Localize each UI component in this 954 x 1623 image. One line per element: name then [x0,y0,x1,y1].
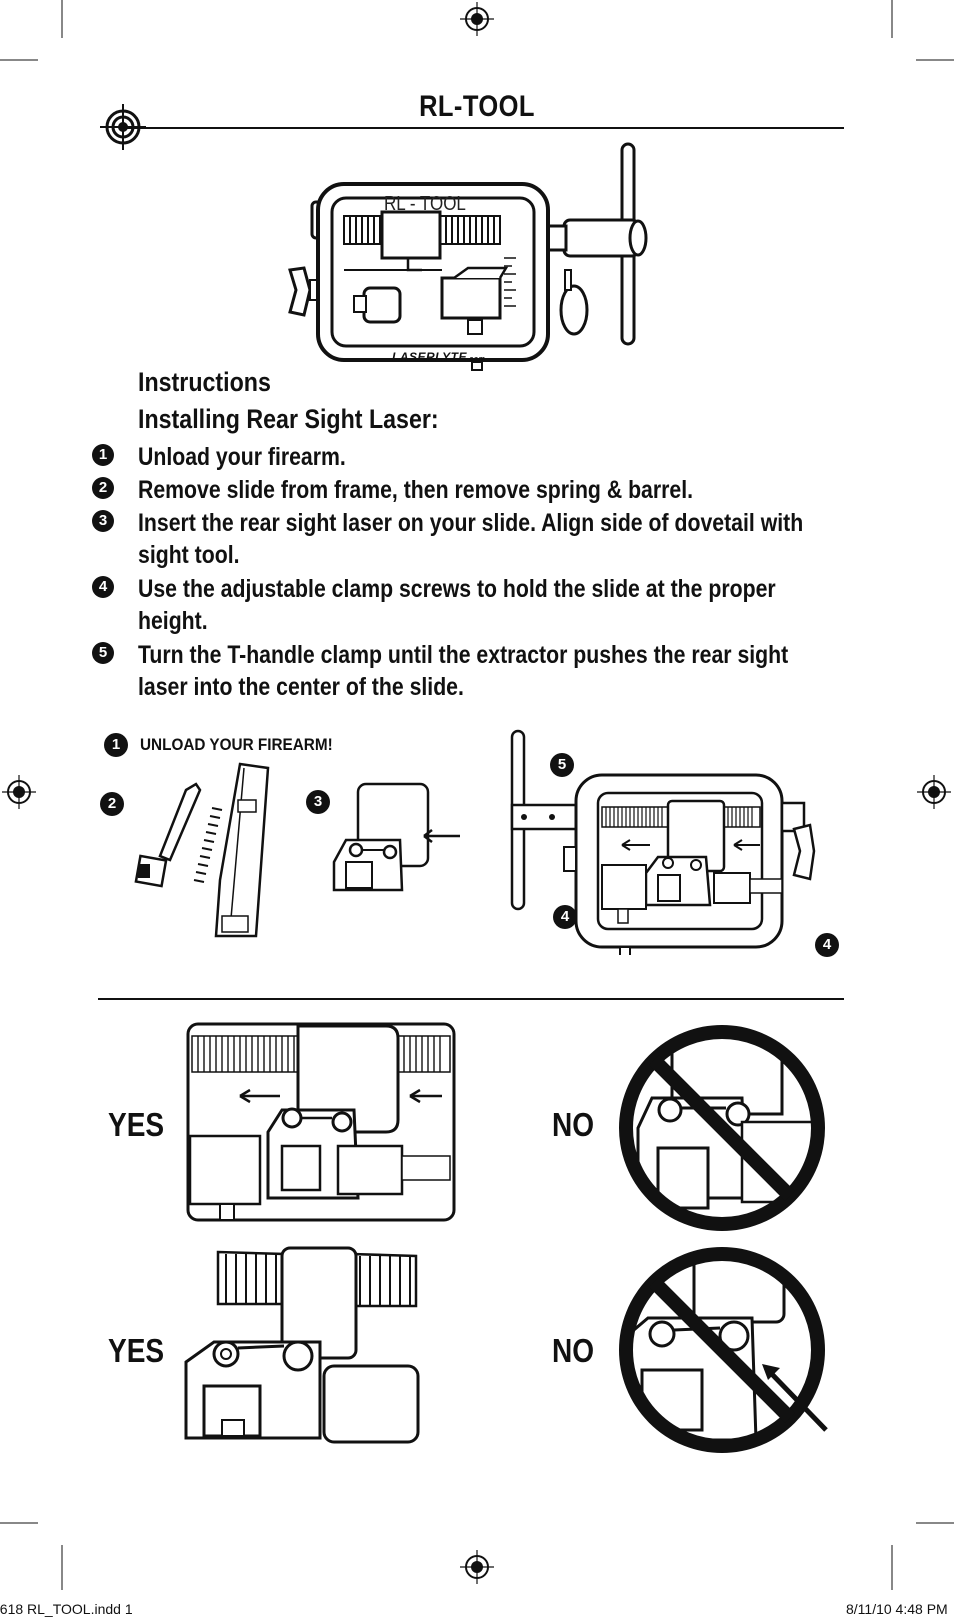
slug-timestamp: 8/11/10 4:48 PM [846,1601,948,1617]
clamped-tool-illustration [510,729,816,955]
step-number: 2 [92,477,114,499]
step-3: 3 Insert the rear sight laser on your sl… [92,507,852,571]
no-clamp-incorrect-illustration [619,1025,825,1231]
step-5: 5 Turn the T-handle clamp until the extr… [92,639,852,703]
disassembly-illustration [134,762,270,938]
illustration-badge-4a: 4 [553,905,577,929]
tool-label: RL - TOOL [384,193,466,215]
yes-label-1: YES [108,1106,165,1143]
step-number: 4 [92,576,114,598]
step-text: Remove slide from frame, then remove spr… [138,476,694,504]
page-title: RL-TOOL [419,90,535,123]
step-text: Use the adjustable clamp screws to hold … [138,575,776,635]
yes-clamp-correct-illustration [186,1022,456,1222]
illustration-badge-2: 2 [100,792,124,816]
step-text: Turn the T-handle clamp until the extrac… [138,641,789,701]
step-number: 3 [92,510,114,532]
illustration-badge-1: 1 [104,733,128,757]
step-2: 2 Remove slide from frame, then remove s… [92,474,852,506]
registration-mark-bottom-icon [460,1550,494,1584]
registration-mark-left-icon [2,775,36,809]
instructions-heading: Instructions [138,367,271,397]
brand-suffix: .com [466,356,486,363]
no-label-2: NO [552,1332,595,1369]
insert-laser-illustration [332,782,460,892]
step-1: 1 Unload your firearm. [92,441,852,473]
section-divider [98,998,844,1000]
step-text: Unload your firearm. [138,443,346,471]
header-rule [122,127,844,129]
registration-mark-right-icon [917,775,951,809]
yes-side-correct-illustration [184,1246,420,1444]
tool-brand-logo: LASERLYTE.com [392,350,485,364]
step-text: Insert the rear sight laser on your slid… [138,509,804,569]
rl-tool-illustration [288,142,648,371]
illustration-badge-4b: 4 [815,933,839,957]
no-label-1: NO [552,1106,595,1143]
instructions-subheading: Installing Rear Sight Laser: [138,404,439,434]
brand-name: LASERLYTE [392,350,467,364]
illustration-badge-3: 3 [306,790,330,814]
no-side-incorrect-illustration [619,1247,828,1453]
slug-filename: 0618 RL_TOOL.indd 1 [0,1601,133,1617]
illustration-badge-5: 5 [550,753,574,777]
step-number: 1 [92,444,114,466]
yes-label-2: YES [108,1332,165,1369]
unload-warning: UNLOAD YOUR FIREARM! [140,735,333,754]
registration-mark-top-icon [460,2,494,36]
step-4: 4 Use the adjustable clamp screws to hol… [92,573,852,637]
step-number: 5 [92,642,114,664]
